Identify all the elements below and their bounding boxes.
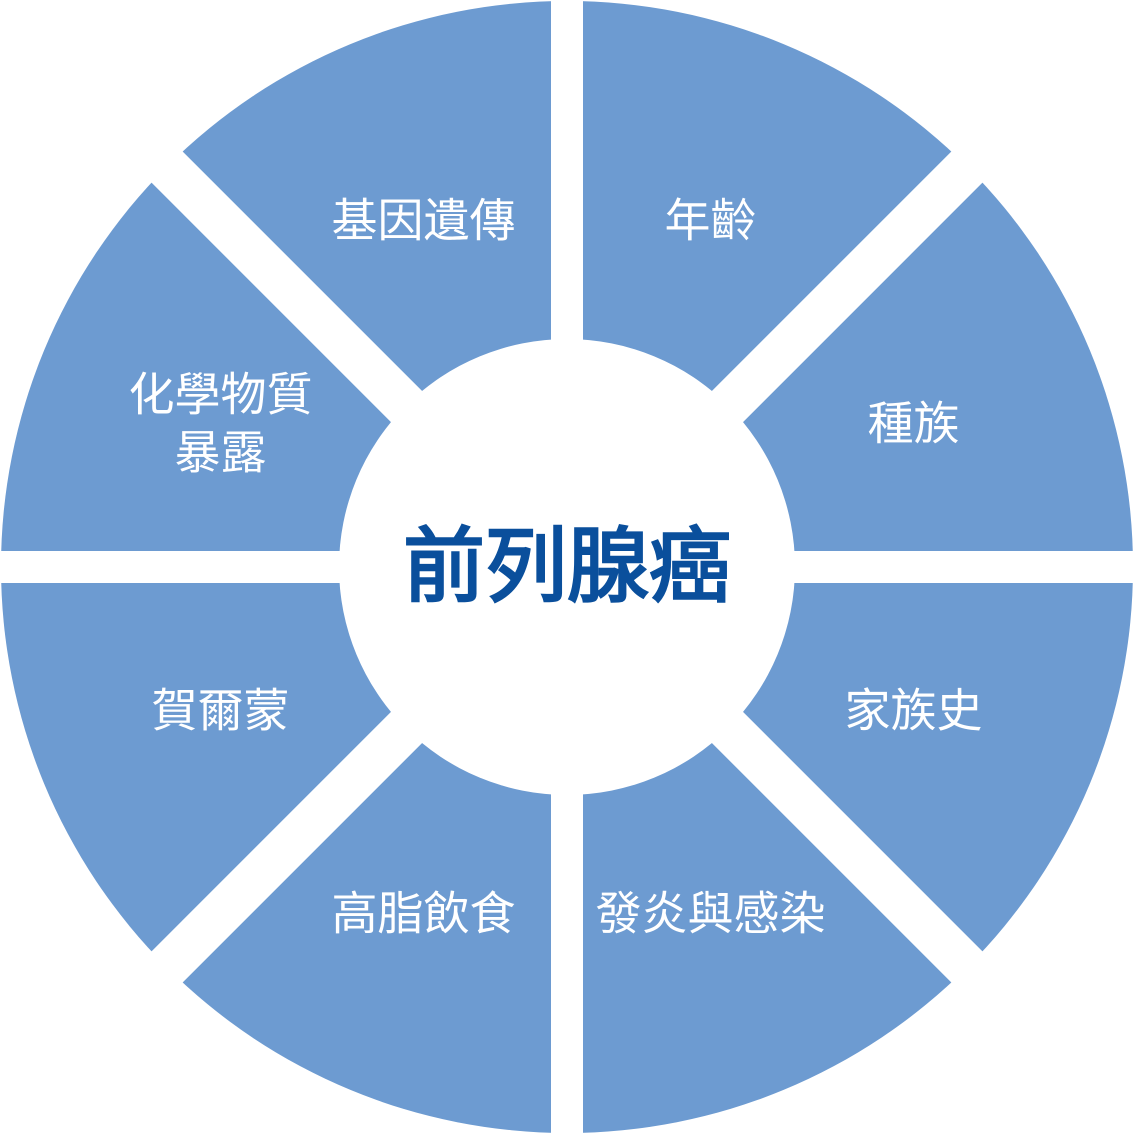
segment-label-line: 賀爾蒙 — [152, 684, 290, 738]
segment-label-high-fat-diet: 高脂飲食 — [331, 886, 515, 940]
segment-label-genetics: 基因遺傳 — [331, 194, 515, 248]
segment-label-chemical-exposure: 化學物質暴露 — [129, 367, 313, 479]
segment-label-family-history: 家族史 — [844, 684, 982, 738]
segment-label-line: 化學物質 — [129, 367, 313, 421]
segment-label-line: 高脂飲食 — [331, 886, 515, 940]
segment-label-line: 年齡 — [665, 194, 757, 248]
segment-label-line: 發炎與感染 — [596, 886, 826, 940]
segment-label-inflammation-infection: 發炎與感染 — [596, 886, 826, 940]
segment-label-line: 暴露 — [175, 425, 267, 479]
segment-label-line: 種族 — [867, 396, 959, 450]
segment-label-age: 年齡 — [665, 194, 757, 248]
segment-label-hormones: 賀爾蒙 — [152, 684, 290, 738]
center-hub — [339, 339, 795, 795]
segment-label-race: 種族 — [867, 396, 959, 450]
center-title: 前列腺癌 — [403, 520, 731, 615]
segment-label-line: 家族史 — [844, 684, 982, 738]
segment-label-line: 基因遺傳 — [331, 194, 515, 248]
